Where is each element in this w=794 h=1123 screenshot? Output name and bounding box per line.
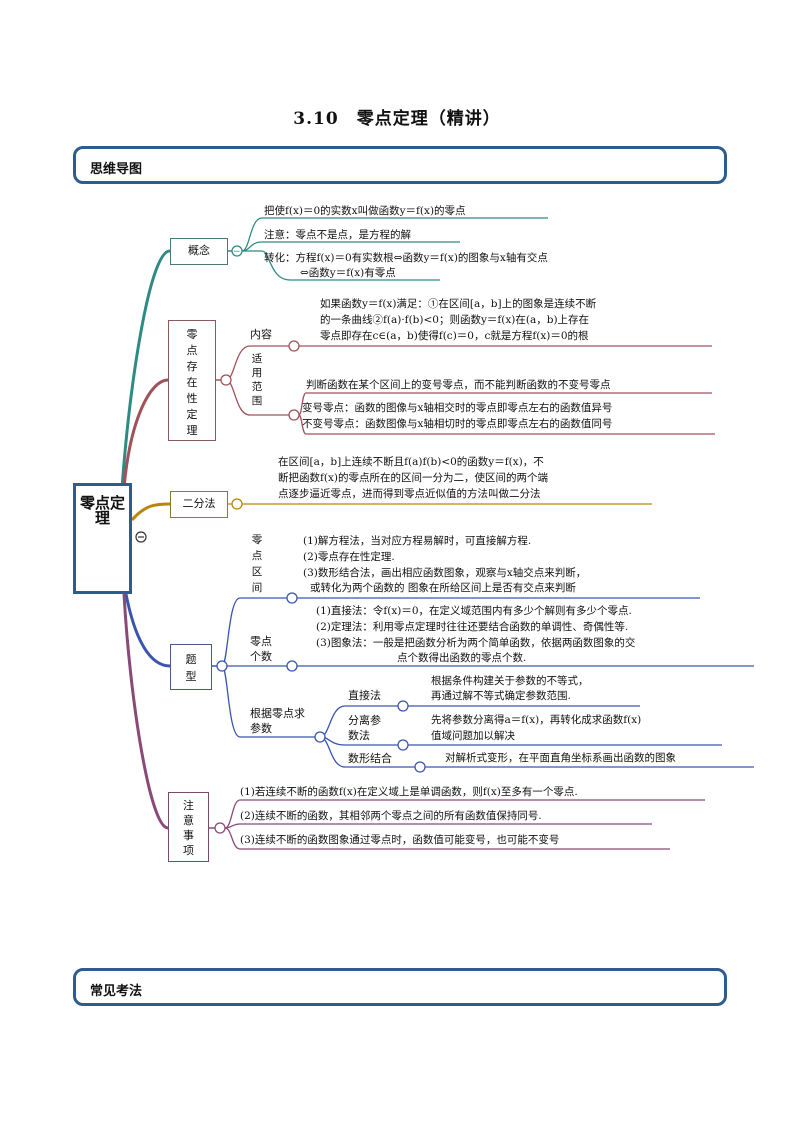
types-direct-2: 再通过解不等式确定参数范围. [431, 690, 571, 702]
types-direct-label: 直接法 [348, 689, 381, 702]
svg-text:−: − [233, 247, 241, 257]
mindmap-section-header: 思维导图 [73, 146, 727, 184]
types-sep-label: 分离参数法 [348, 714, 381, 742]
types-direct-1: 根据条件构建关于参数的不等式， [431, 675, 589, 687]
notes-label: 注意事项 [183, 799, 194, 857]
notes-item-1: (1)若连续不断的函数f(x)在定义域上是单调函数，则f(x)至多有一个零点. [240, 786, 578, 798]
bisection-node: 二分法 [170, 491, 228, 518]
types-interval-1: (1)解方程法，当对应方程易解时，可直接解方程. [303, 535, 532, 547]
types-count-1: (1)直接法：令f(x)＝0，在定义域范围内有多少个解则有多少个零点. [316, 605, 632, 617]
existence-content-1: 如果函数y＝f(x)满足：①在区间[a，b]上的图象是连续不断 [320, 298, 597, 310]
notes-item-3: (3)连续不断的函数图象通过零点时，函数值可能变号，也可能不变号 [240, 834, 560, 846]
root-node: 零点定理 [73, 483, 132, 594]
types-count-4: 点个数得出函数的零点个数. [397, 652, 527, 664]
types-graph-label: 数形结合 [348, 752, 392, 765]
root-label: 零点定理 [79, 494, 125, 527]
types-count-3: (3)图象法：一般是把函数分析为两个简单函数，依据两函数图象的交 [316, 637, 636, 649]
page-title: 3.10 零点定理（精讲） [293, 109, 501, 129]
concept-definition: 把使f(x)＝0的实数x叫做函数y＝f(x)的零点 [264, 205, 466, 217]
notes-node: 注意事项 [168, 792, 209, 862]
types-interval-4: 或转化为两个函数的 图象在所给区间上是否有交点来判断 [310, 582, 576, 594]
existence-scope-3: 不变号零点：函数图像与x轴相切时的零点即零点左右的函数值同号 [302, 418, 613, 430]
types-interval-3: (3)数形结合法，画出相应函数图象，观察与x轴交点来判断， [303, 567, 587, 579]
exam-section-title: 常见考法 [90, 984, 143, 999]
types-sep-1: 先将参数分离得a＝f(x)，再转化成求函数f(x) [431, 714, 642, 726]
existence-label: 零点存在性定理 [186, 328, 198, 437]
types-sep-2: 值域问题加以解决 [431, 730, 515, 742]
types-node: 题型 [170, 644, 212, 690]
mindmap-section-title: 思维导图 [90, 162, 143, 177]
concept-node: 概念 [170, 238, 228, 265]
bisection-text-1: 在区间[a，b]上连续不断且f(a)f(b)<0的函数y＝f(x)，不 [278, 456, 544, 468]
bisection-text-2: 断把函数f(x)的零点所在的区间一分为二，使区间的两个端 [278, 472, 548, 484]
existence-node: 零点存在性定理 [168, 320, 216, 441]
types-count-2: (2)定理法：利用零点定理时往往还要结合函数的单调性、奇偶性等. [316, 621, 629, 633]
exam-section-header: 常见考法 [73, 968, 727, 1006]
types-interval-label: 零点区间 [251, 534, 263, 594]
notes-item-2: (2)连续不断的函数，其相邻两个零点之间的所有函数值保持同号. [240, 810, 542, 822]
types-label: 题型 [185, 653, 197, 683]
types-interval-2: (2)零点存在性定理. [303, 551, 395, 563]
bisection-text-3: 点逐步逼近零点，进而得到零点近似值的方法叫做二分法 [278, 488, 541, 500]
types-graph-1: 对解析式变形，在平面直角坐标系画出函数的图象 [445, 752, 676, 764]
concept-note: 注意：零点不是点，是方程的解 [264, 229, 411, 241]
concept-transform-2: ⇔函数y＝f(x)有零点 [300, 267, 396, 279]
existence-scope-label: 适用范围 [251, 353, 263, 407]
types-param-label: 根据零点求参数 [250, 707, 305, 735]
existence-content-label: 内容 [250, 328, 272, 341]
types-count-label: 零点个数 [250, 635, 272, 663]
existence-content-2: 的一条曲线②f(a)·f(b)<0；则函数y＝f(x)在(a，b)上存在 [320, 314, 590, 326]
concept-label: 概念 [188, 244, 210, 257]
existence-scope-2: 变号零点：函数的图像与x轴相交时的零点即零点左右的函数值异号 [302, 402, 613, 414]
existence-content-3: 零点即存在c∈(a，b)使得f(c)＝0，c就是方程f(x)＝0的根 [320, 330, 589, 342]
concept-transform-1: 转化：方程f(x)＝0有实数根⇔函数y＝f(x)的图象与x轴有交点 [264, 252, 548, 264]
existence-scope-1: 判断函数在某个区间上的变号零点，而不能判断函数的不变号零点 [306, 379, 611, 391]
bisection-label: 二分法 [182, 497, 216, 510]
